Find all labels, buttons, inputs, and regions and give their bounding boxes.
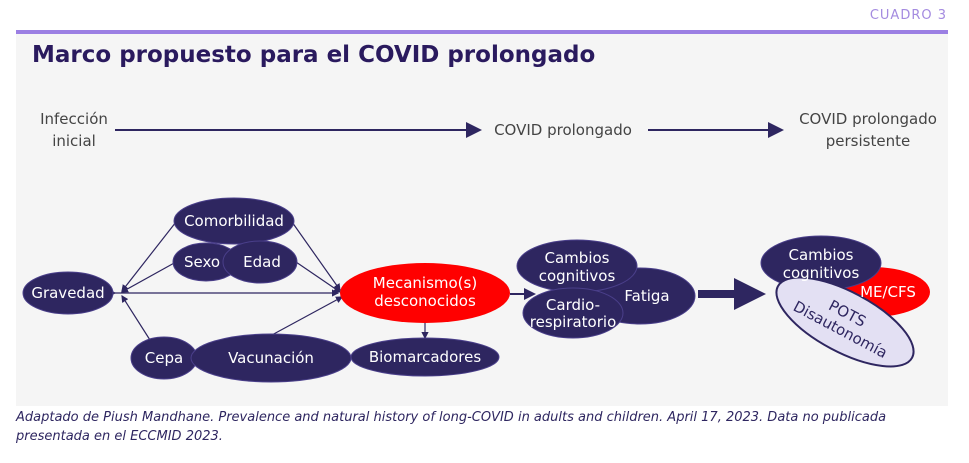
label-biomarcadores: Biomarcadores — [369, 348, 481, 366]
label-cardio: Cardio- — [546, 296, 600, 314]
node-pots — [775, 276, 915, 368]
timeline-start: Infección — [40, 110, 108, 128]
figure-title: Marco propuesto para el COVID prolongado — [32, 42, 596, 68]
timeline-start-2: inicial — [52, 132, 96, 150]
node-mecanismo — [340, 263, 510, 323]
label-mecfs: ME/CFS — [860, 283, 916, 301]
node-biomarcadores — [350, 337, 500, 377]
label-cambios-2b: cognitivos — [783, 264, 860, 282]
label-cardio-2: respiratorio — [530, 313, 617, 331]
link-comorbilidad-gravedad — [121, 221, 177, 292]
link-edad-mecanismo — [295, 261, 341, 293]
label-cambios-1b: cognitivos — [539, 267, 616, 285]
label-edad: Edad — [243, 253, 281, 271]
label-cambios-1: Cambios — [545, 249, 610, 267]
node-cardio — [522, 287, 624, 339]
label-sexo: Sexo — [184, 253, 220, 271]
link-vacunacion-mecanismo — [269, 296, 344, 337]
node-edad — [222, 240, 298, 284]
label-cepa: Cepa — [145, 349, 183, 367]
link-comorbilidad-mecanismo — [291, 221, 341, 291]
figure-label: CUADRO 3 — [869, 8, 947, 23]
label-gravedad: Gravedad — [31, 284, 104, 302]
label-mecanismo: Mecanismo(s) — [373, 274, 477, 292]
link-cepa-gravedad — [121, 294, 151, 341]
label-vacunacion: Vacunación — [228, 349, 314, 367]
label-cambios-2: Cambios — [789, 246, 854, 264]
timeline-middle: COVID prolongado — [494, 121, 632, 139]
timeline-end: COVID prolongado — [799, 110, 937, 128]
figure-caption: Adaptado de Piush Mandhane. Prevalence a… — [16, 410, 887, 444]
node-gravedad — [22, 271, 114, 315]
node-comorbilidad — [173, 197, 295, 245]
link-sexo-gravedad — [120, 261, 177, 293]
label-fatiga: Fatiga — [624, 287, 669, 305]
label-comorbilidad: Comorbilidad — [184, 212, 284, 230]
label-mecanismo-2: desconocidos — [374, 292, 476, 310]
timeline-end-2: persistente — [826, 132, 910, 150]
